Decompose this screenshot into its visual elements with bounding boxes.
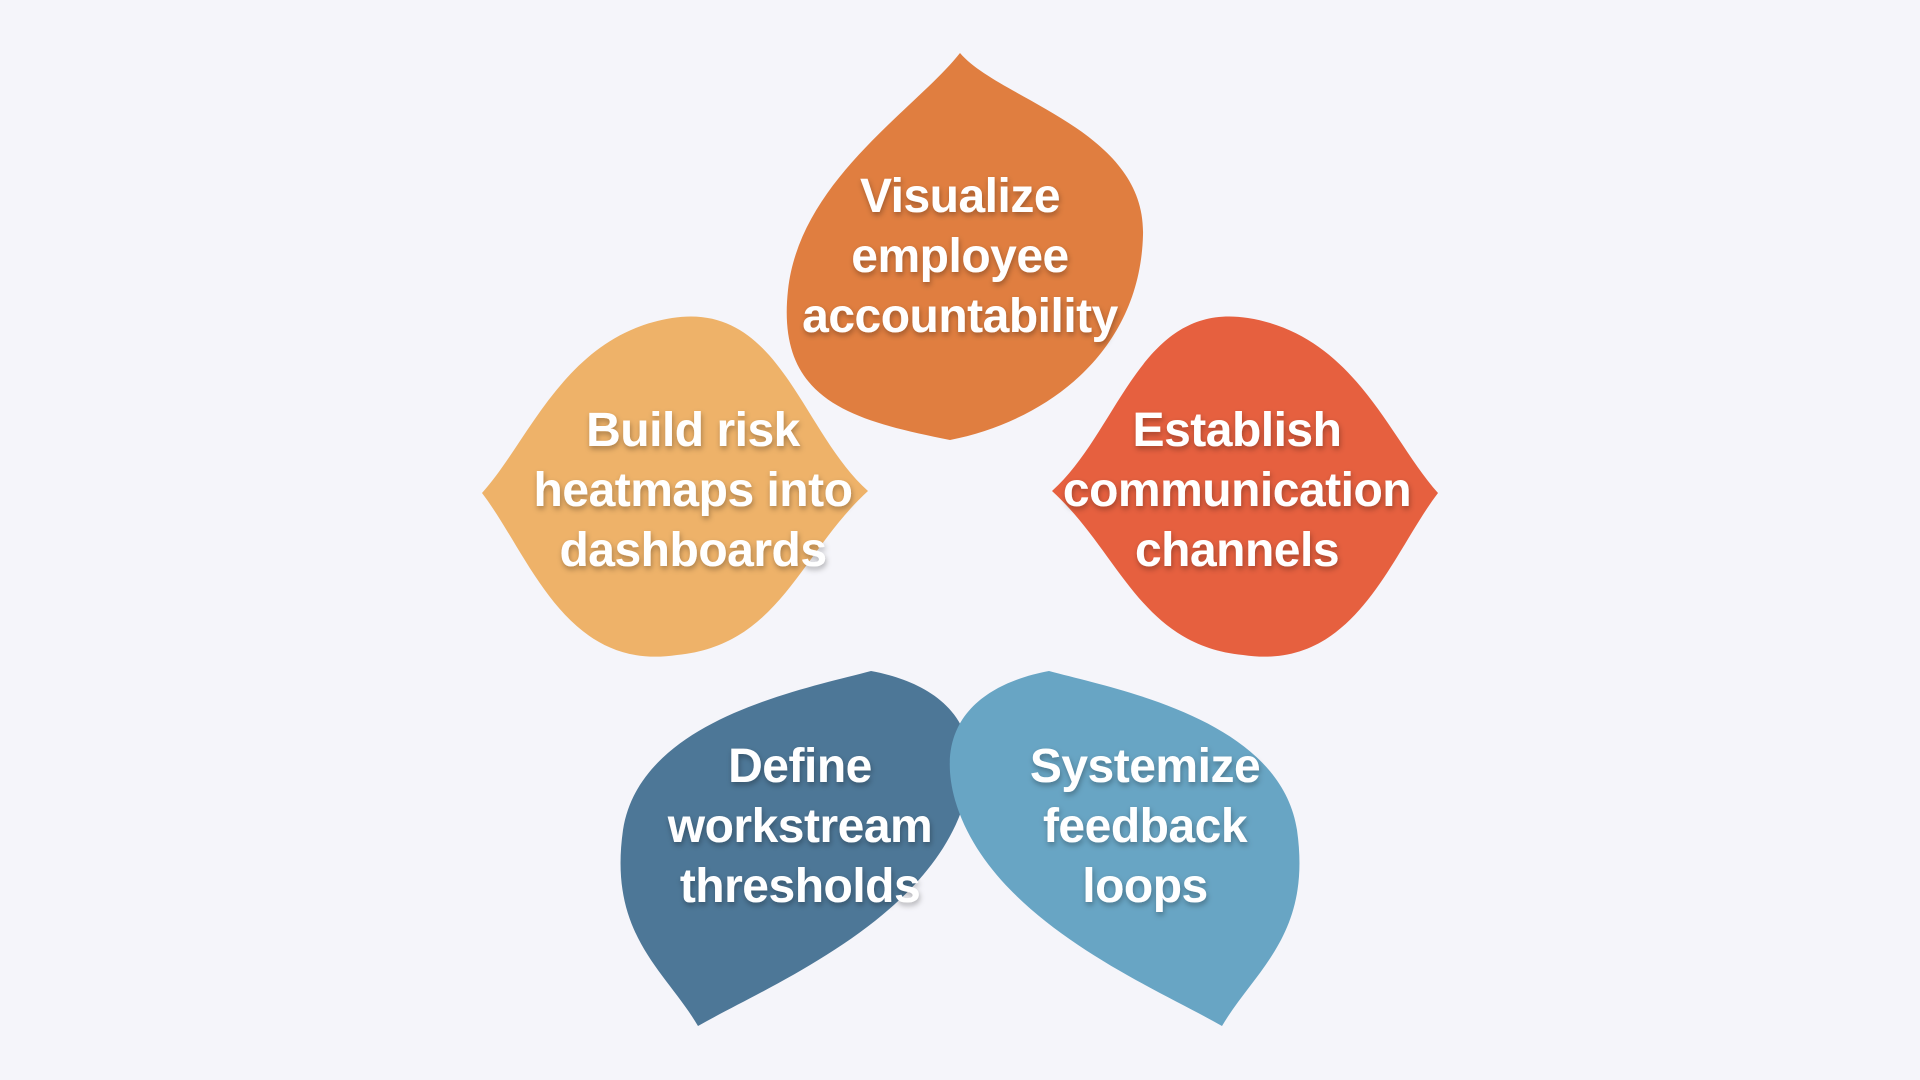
petal-lower-right-label-line-3: loops	[1082, 860, 1208, 913]
petal-upper-left-label-line-2: heatmaps into	[534, 464, 853, 517]
petal-upper-left-label-line-3: dashboards	[559, 524, 826, 577]
petal-upper-right-label-line-1: Establish	[1133, 404, 1342, 457]
petal-lower-right-shape	[949, 671, 1300, 1026]
petal-lower-right-label-line-1: Systemize	[1030, 740, 1260, 793]
petal-lower-right-label-line-2: feedback	[1043, 800, 1248, 853]
petal-lower-left-shape	[620, 671, 971, 1026]
petal-upper-right: Establish communication channels	[1052, 316, 1438, 657]
petal-lower-left-label-line-3: thresholds	[680, 860, 920, 913]
petal-upper-right-label-line-2: communication	[1063, 464, 1411, 517]
petal-upper-left-label-line-1: Build risk	[586, 404, 801, 457]
petal-lower-left-label-line-2: workstream	[667, 800, 932, 853]
petal-top-label-line-1: Visualize	[860, 170, 1060, 223]
petal-upper-left: Build risk heatmaps into dashboards	[482, 316, 868, 657]
petal-top-shape	[786, 53, 1144, 440]
petal-top-label-line-3: accountability	[802, 290, 1119, 343]
petal-upper-right-label-line-3: channels	[1135, 524, 1339, 577]
petal-lower-left: Define workstream thresholds	[620, 671, 971, 1026]
petal-top: Visualize employee accountability	[786, 53, 1144, 440]
petal-lower-left-label-line-1: Define	[728, 740, 872, 793]
petal-upper-left-shape	[482, 316, 868, 657]
petal-lower-right: Systemize feedback loops	[949, 671, 1300, 1026]
petal-top-label-line-2: employee	[851, 230, 1068, 283]
petal-upper-right-shape	[1052, 316, 1438, 657]
